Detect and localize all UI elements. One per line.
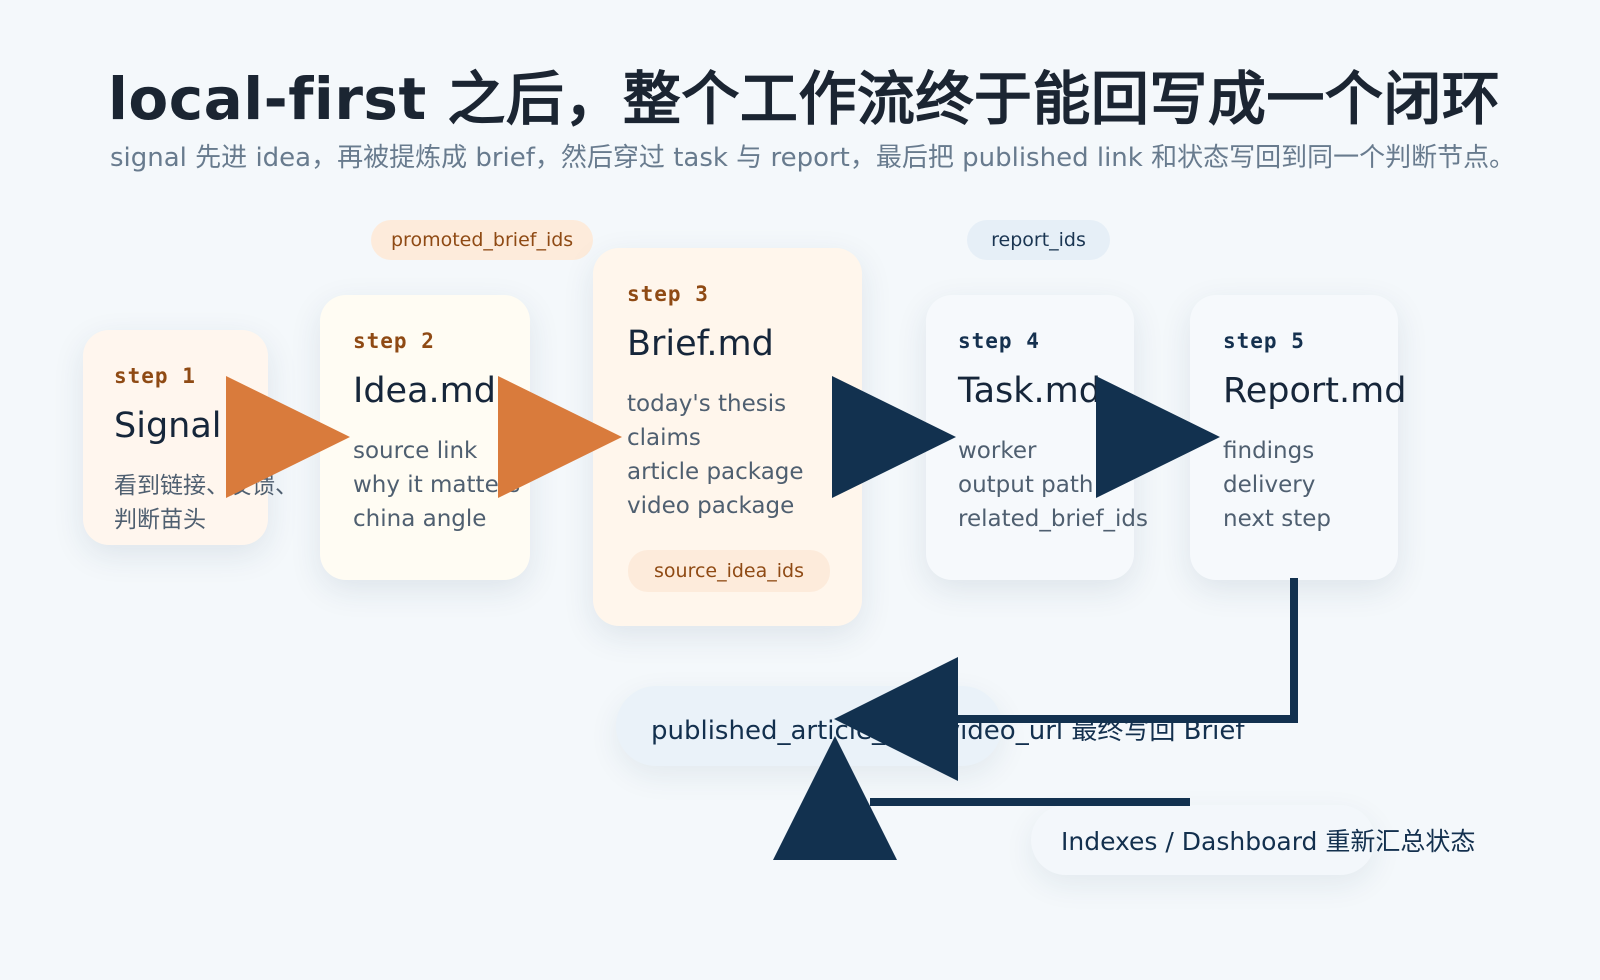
report-ids-tag: report_ids [967,220,1110,260]
step-item: claims [627,425,701,451]
arrow-step1-to-step2 [226,376,350,498]
promoted-brief-ids-tag: promoted_brief_ids [371,220,594,260]
step-item: 判断苗头 [114,507,206,533]
step-label: step 3 [627,282,709,306]
step-item: article package [627,459,804,485]
page-subtitle: signal 先进 idea，再被提炼成 brief，然后穿过 task 与 r… [110,143,1516,173]
step-item: why it matters [353,472,521,498]
step-title: Signal [114,406,222,446]
step-label: step 4 [958,329,1040,353]
step-title: Brief.md [627,324,774,364]
step-item: output path [958,472,1094,498]
step-card-report: step 5 Report.md findings delivery next … [1190,295,1406,580]
step-items: today's thesis claims article package vi… [627,387,804,523]
step-item: video package [627,493,795,519]
step-item: findings [1223,438,1315,464]
step-items: worker output path related_brief_ids [958,434,1148,536]
step-item: source link [353,438,478,464]
step-card-idea: step 2 Idea.md source link why it matter… [320,295,530,580]
step-item: today's thesis [627,391,787,417]
step-item: delivery [1223,472,1316,498]
step-label: step 1 [114,364,196,388]
step-card-signal: step 1 Signal 看到链接、反馈、 判断苗头 [83,330,298,545]
source-idea-ids-tag: source_idea_ids [628,550,831,592]
arrow-dashboard-up [773,736,897,860]
step-label: step 5 [1223,329,1305,353]
step-items: findings delivery next step [1223,434,1331,536]
step-items: source link why it matters china angle [353,434,520,536]
arrow-step4-to-step5 [1096,376,1220,498]
step-label: step 2 [353,329,435,353]
step-item: china angle [353,506,487,532]
step-title: Idea.md [353,371,496,411]
arrow-writeback-to-brief [834,657,958,781]
arrow-step2-to-step3 [498,376,622,498]
writeback-connector [958,578,1298,723]
step-item: worker [958,438,1037,464]
page-title: local-first 之后，整个工作流终于能回写成一个闭环 [108,65,1501,133]
arrow-step3-to-step4 [832,376,956,498]
step-item: related_brief_ids [958,506,1149,532]
step-title: Task.md [958,371,1101,411]
step-title: Report.md [1223,371,1407,411]
step-item: next step [1223,506,1332,532]
